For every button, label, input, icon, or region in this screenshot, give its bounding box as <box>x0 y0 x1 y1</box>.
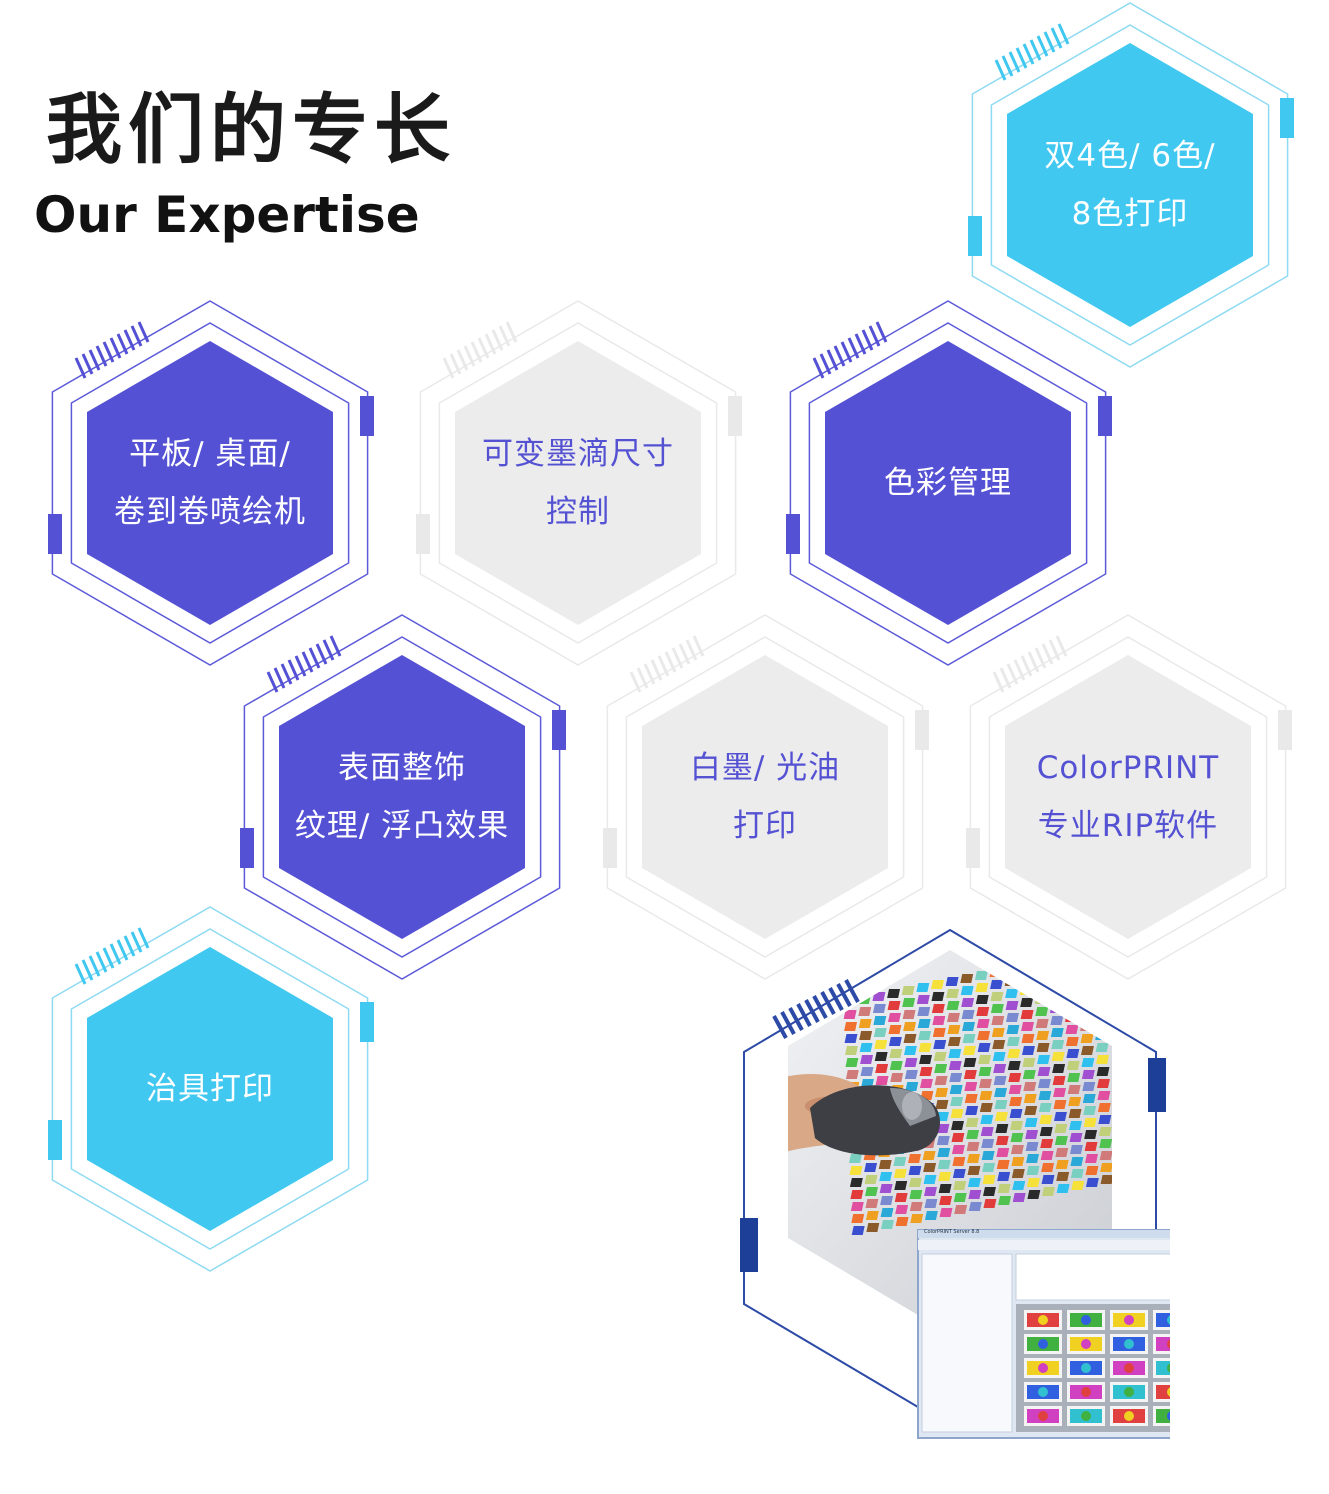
hex-fill <box>825 341 1071 625</box>
hex-accent-bar <box>416 514 430 554</box>
hex-accent-bar <box>1278 710 1292 750</box>
hex-inner-outline <box>262 636 542 958</box>
expertise-hex-jig-printing: 治具打印 <box>48 904 374 1274</box>
expertise-label-line1: 可变墨滴尺寸 <box>482 436 674 472</box>
page-subtitle: Our Expertise <box>34 186 420 244</box>
hex-fill <box>642 655 888 939</box>
hex-inner-outline <box>70 322 350 644</box>
hex-fill <box>455 341 701 625</box>
hex-accent-bar <box>552 710 566 750</box>
hex-hatch-marks <box>74 321 150 379</box>
page-title: 我们的专长 <box>46 85 456 174</box>
software-window-title: ColorPRINT Server 8.8 <box>924 1229 980 1235</box>
expertise-label-line1: 表面整饰 <box>338 750 466 786</box>
hex-accent-bar <box>966 828 980 868</box>
hex-fill <box>87 947 333 1231</box>
hex-accent-bar <box>48 514 62 554</box>
hex-fill <box>1005 655 1251 939</box>
expertise-label-line2: 纹理/ 浮凸效果 <box>294 808 510 844</box>
expertise-hex-white-ink-varnish: 白墨/ 光油打印 <box>603 612 929 982</box>
expertise-hex-multicolor-printing: 双4色/ 6色/8色打印 <box>968 0 1294 370</box>
color-measurement-photo: ColorPRINT Server 8.8 <box>740 928 1201 1448</box>
hex-outer-outline <box>243 614 561 980</box>
expertise-label-line1: ColorPRINT <box>1036 750 1220 786</box>
hex-accent-bar <box>728 396 742 436</box>
hex-accent-bar <box>1098 396 1112 436</box>
expertise-label-line2: 8色打印 <box>1071 196 1189 232</box>
hex-inner-outline <box>808 322 1088 644</box>
hex-outer-outline <box>606 614 924 980</box>
hex-accent-bar <box>360 396 374 436</box>
hex-fill <box>1007 43 1253 327</box>
hex-accent-bar <box>915 710 929 750</box>
expertise-label-line2: 卷到卷喷绘机 <box>114 494 306 530</box>
hex-outer-outline <box>51 300 369 666</box>
expertise-hex-color-management: 色彩管理 <box>786 298 1112 668</box>
expertise-hex-flatbed-printer: 平板/ 桌面/卷到卷喷绘机 <box>48 298 374 668</box>
expertise-label-line1: 双4色/ 6色/ <box>1044 138 1216 174</box>
hex-accent-bar <box>603 828 617 868</box>
hex-outer-outline <box>419 300 737 666</box>
hex-hatch-marks <box>994 23 1070 81</box>
expertise-label-line1: 平板/ 桌面/ <box>129 436 291 472</box>
hex-hatch-marks <box>629 635 705 693</box>
expertise-label-line2: 控制 <box>546 494 610 530</box>
expertise-hex-surface-finishing: 表面整饰纹理/ 浮凸效果 <box>240 612 566 982</box>
expertise-label-line1: 色彩管理 <box>884 465 1012 501</box>
hex-accent-bar <box>48 1120 62 1160</box>
hex-outer-outline <box>789 300 1107 666</box>
hex-outer-outline <box>51 906 369 1272</box>
expertise-label-line1: 白墨/ 光油 <box>689 750 841 786</box>
expertise-label-line2: 专业RIP软件 <box>1037 808 1219 844</box>
hex-inner-outline <box>438 322 718 644</box>
expertise-hex-colorprint-rip: ColorPRINT 专业RIP软件 <box>966 612 1292 982</box>
hex-accent-bar <box>240 828 254 868</box>
expertise-label-line1: 治具打印 <box>146 1071 274 1107</box>
hex-inner-outline <box>988 636 1268 958</box>
hex-outer-outline <box>969 614 1287 980</box>
hex-hatch-marks <box>992 635 1068 693</box>
hex-inner-outline <box>990 24 1270 346</box>
hex-accent-bar <box>360 1002 374 1042</box>
hex-accent-bar <box>1280 98 1294 138</box>
hex-inner-outline <box>70 928 350 1250</box>
hex-fill <box>279 655 525 939</box>
hex-hatch-marks <box>266 635 342 693</box>
hex-accent-bar <box>786 514 800 554</box>
expertise-hex-variable-droplet: 可变墨滴尺寸控制 <box>416 298 742 668</box>
hex-fill <box>87 341 333 625</box>
hex-hatch-marks <box>74 927 150 985</box>
hex-inner-outline <box>625 636 905 958</box>
hex-hatch-marks <box>812 321 888 379</box>
hex-hatch-marks <box>442 321 518 379</box>
hex-accent-bar <box>968 216 982 256</box>
hex-outer-outline <box>971 2 1289 368</box>
expertise-label-line2: 打印 <box>733 808 797 844</box>
software-screenshot <box>917 1229 1201 1439</box>
